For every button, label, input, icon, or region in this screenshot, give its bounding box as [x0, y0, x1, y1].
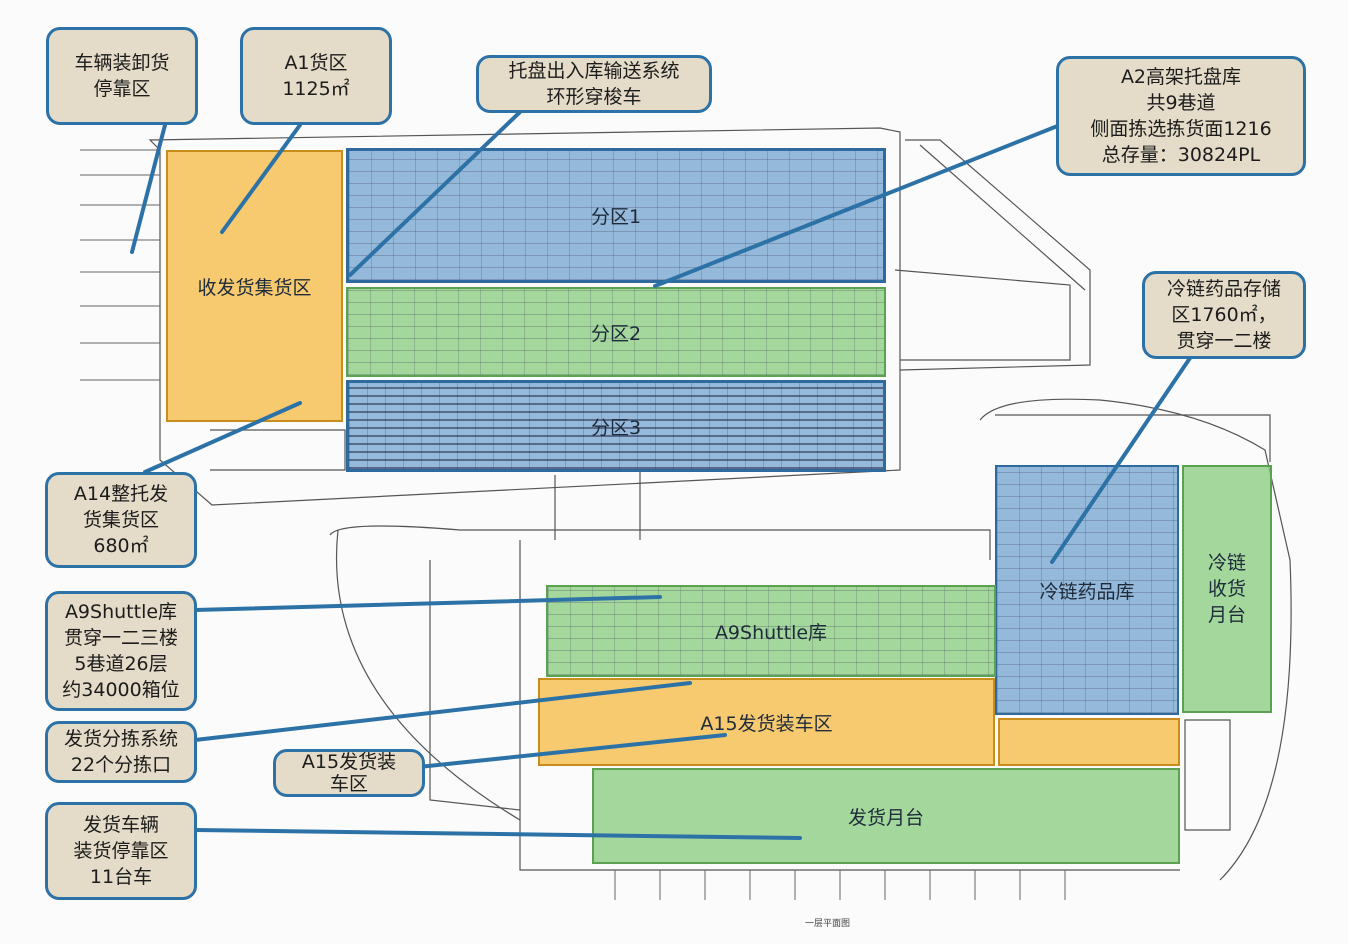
zone-partition-2-label: 分区2 [590, 322, 642, 345]
callout-a1-zone: A1货区 1125㎡ [240, 27, 392, 125]
drawing-label: 一层平面图 [805, 919, 851, 929]
zone-partition-1: 分区1 [346, 148, 886, 283]
zone-a15-loading: A15发货装车区 [538, 678, 995, 766]
zone-partition-3: 分区3 [346, 380, 886, 472]
zone-a9-shuttle-label: A9Shuttle库 [714, 621, 828, 644]
callout-a15-loading: A15发货装 车区 [273, 749, 425, 797]
zone-shipping-dock-label: 发货月台 [847, 806, 924, 829]
zone-a15-loading-extension [998, 718, 1180, 766]
zone-partition-2: 分区2 [346, 287, 886, 377]
callout-pallet-conveyor: 托盘出入库输送系统 环形穿梭车 [476, 55, 712, 113]
zone-a15-loading-label: A15发货装车区 [700, 712, 833, 735]
zone-shipping-dock: 发货月台 [592, 768, 1180, 864]
callout-a9-shuttle: A9Shuttle库 贯穿一二三楼 5巷道26层 约34000箱位 [45, 591, 197, 711]
zone-shipping-receiving: 收发货集货区 [166, 150, 343, 422]
callout-a2-highbay: A2高架托盘库 共9巷道 侧面拣选拣货面1216 总存量：30824PL [1056, 56, 1306, 176]
zone-cold-chain-receiving: 冷链 收货 月台 [1182, 465, 1272, 713]
zone-cold-chain-receiving-label: 冷链 收货 月台 [1207, 552, 1246, 626]
zone-partition-1-label: 分区1 [590, 206, 642, 228]
zone-a9-shuttle: A9Shuttle库 [546, 585, 996, 677]
zone-cold-chain-warehouse: 冷链药品库 [995, 465, 1179, 715]
callout-shipping-vehicles: 发货车辆 装货停靠区 11台车 [45, 802, 197, 900]
callout-cold-chain-storage: 冷链药品存储 区1760㎡， 贯穿一二楼 [1142, 271, 1306, 359]
zone-partition-3-label: 分区3 [590, 416, 642, 439]
callout-a14-pallet: A14整托发 货集货区 680㎡ [45, 472, 197, 568]
zone-shipping-receiving-label: 收发货集货区 [197, 276, 312, 299]
callout-sorting-system: 发货分拣系统 22个分拣口 [45, 721, 197, 783]
callout-vehicle-parking: 车辆装卸货 停靠区 [46, 27, 198, 125]
zone-cold-chain-warehouse-label: 冷链药品库 [1039, 580, 1135, 603]
